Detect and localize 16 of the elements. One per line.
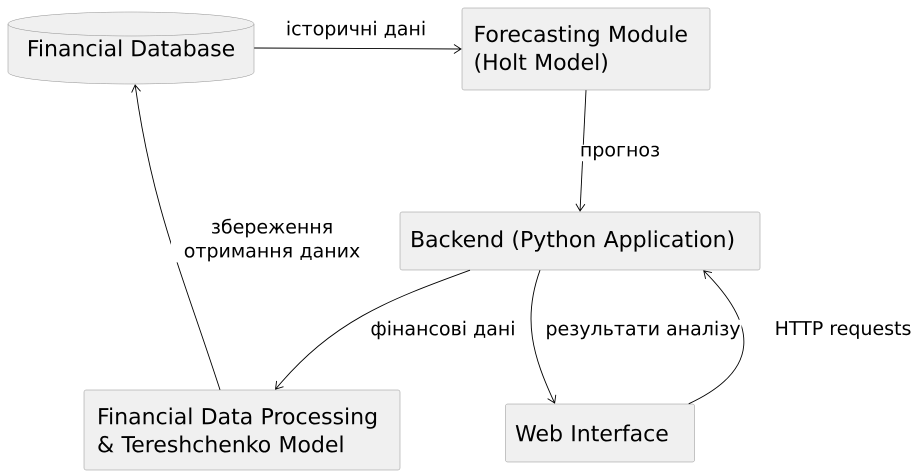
arrow bbox=[131, 84, 220, 390]
process-box: Backend (Python Application) bbox=[400, 212, 760, 270]
edge-label: HTTP requests bbox=[774, 320, 912, 340]
edge-label: збереження отримання даних bbox=[171, 218, 373, 262]
edge-label: результати аналізу bbox=[544, 320, 742, 340]
database-cylinder: Financial Database bbox=[8, 12, 254, 84]
process-box: Financial Data Processing & Tereshchenko Model bbox=[84, 390, 400, 470]
arrow bbox=[688, 270, 744, 404]
edge-label: фінансові дані bbox=[369, 320, 517, 340]
arrow bbox=[530, 270, 556, 404]
process-box: Web Interface bbox=[505, 404, 695, 462]
arrow bbox=[254, 44, 462, 54]
arrow bbox=[275, 270, 470, 390]
edge-label: історичні дані bbox=[284, 20, 428, 40]
edge-label: прогноз bbox=[578, 144, 662, 162]
process-box: Forecasting Module (Holt Model) bbox=[462, 8, 710, 90]
